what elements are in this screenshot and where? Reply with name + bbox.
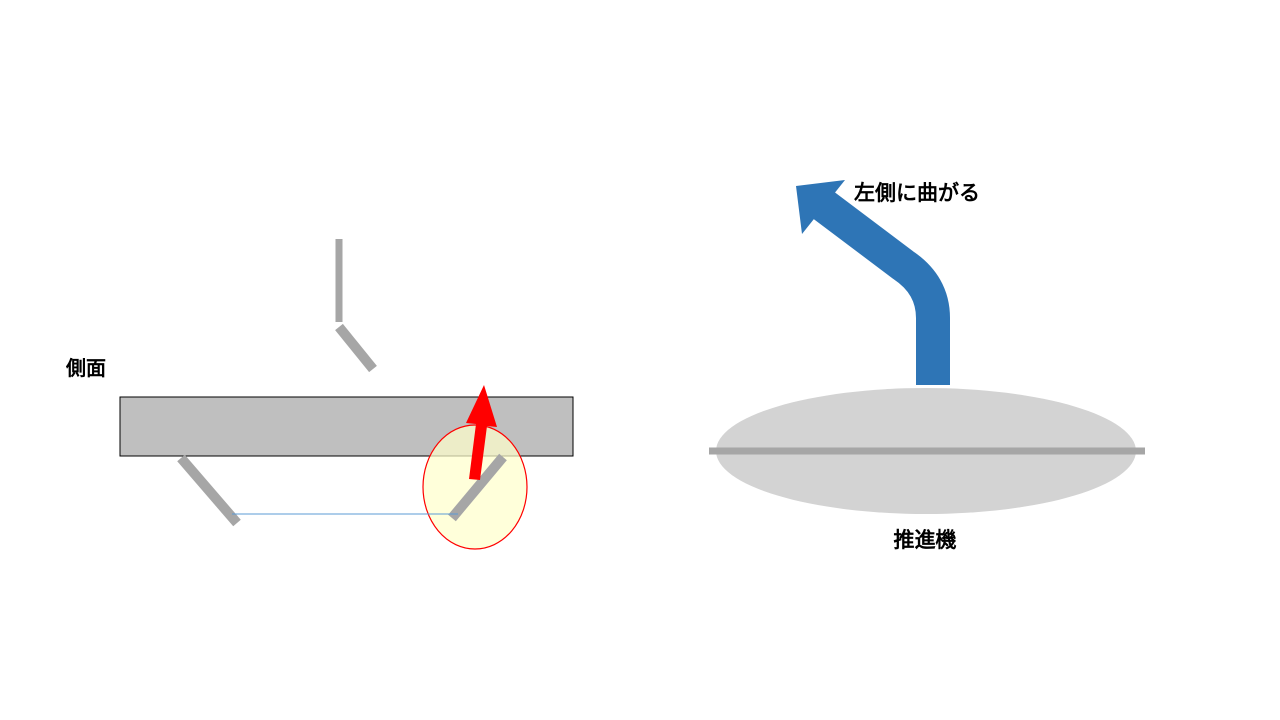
turn-left-label: 左側に曲がる xyxy=(854,181,980,205)
lower-right-strut xyxy=(448,453,507,522)
flow-arrow-shaft xyxy=(811,190,950,385)
lower-left-strut xyxy=(177,454,241,527)
up-arrow-icon xyxy=(466,385,497,480)
propeller-label: 推進機 xyxy=(894,528,957,552)
upper-strut xyxy=(335,239,377,373)
side-view-label: 側面 xyxy=(65,356,106,380)
curved-arrow-left-icon xyxy=(796,180,845,234)
